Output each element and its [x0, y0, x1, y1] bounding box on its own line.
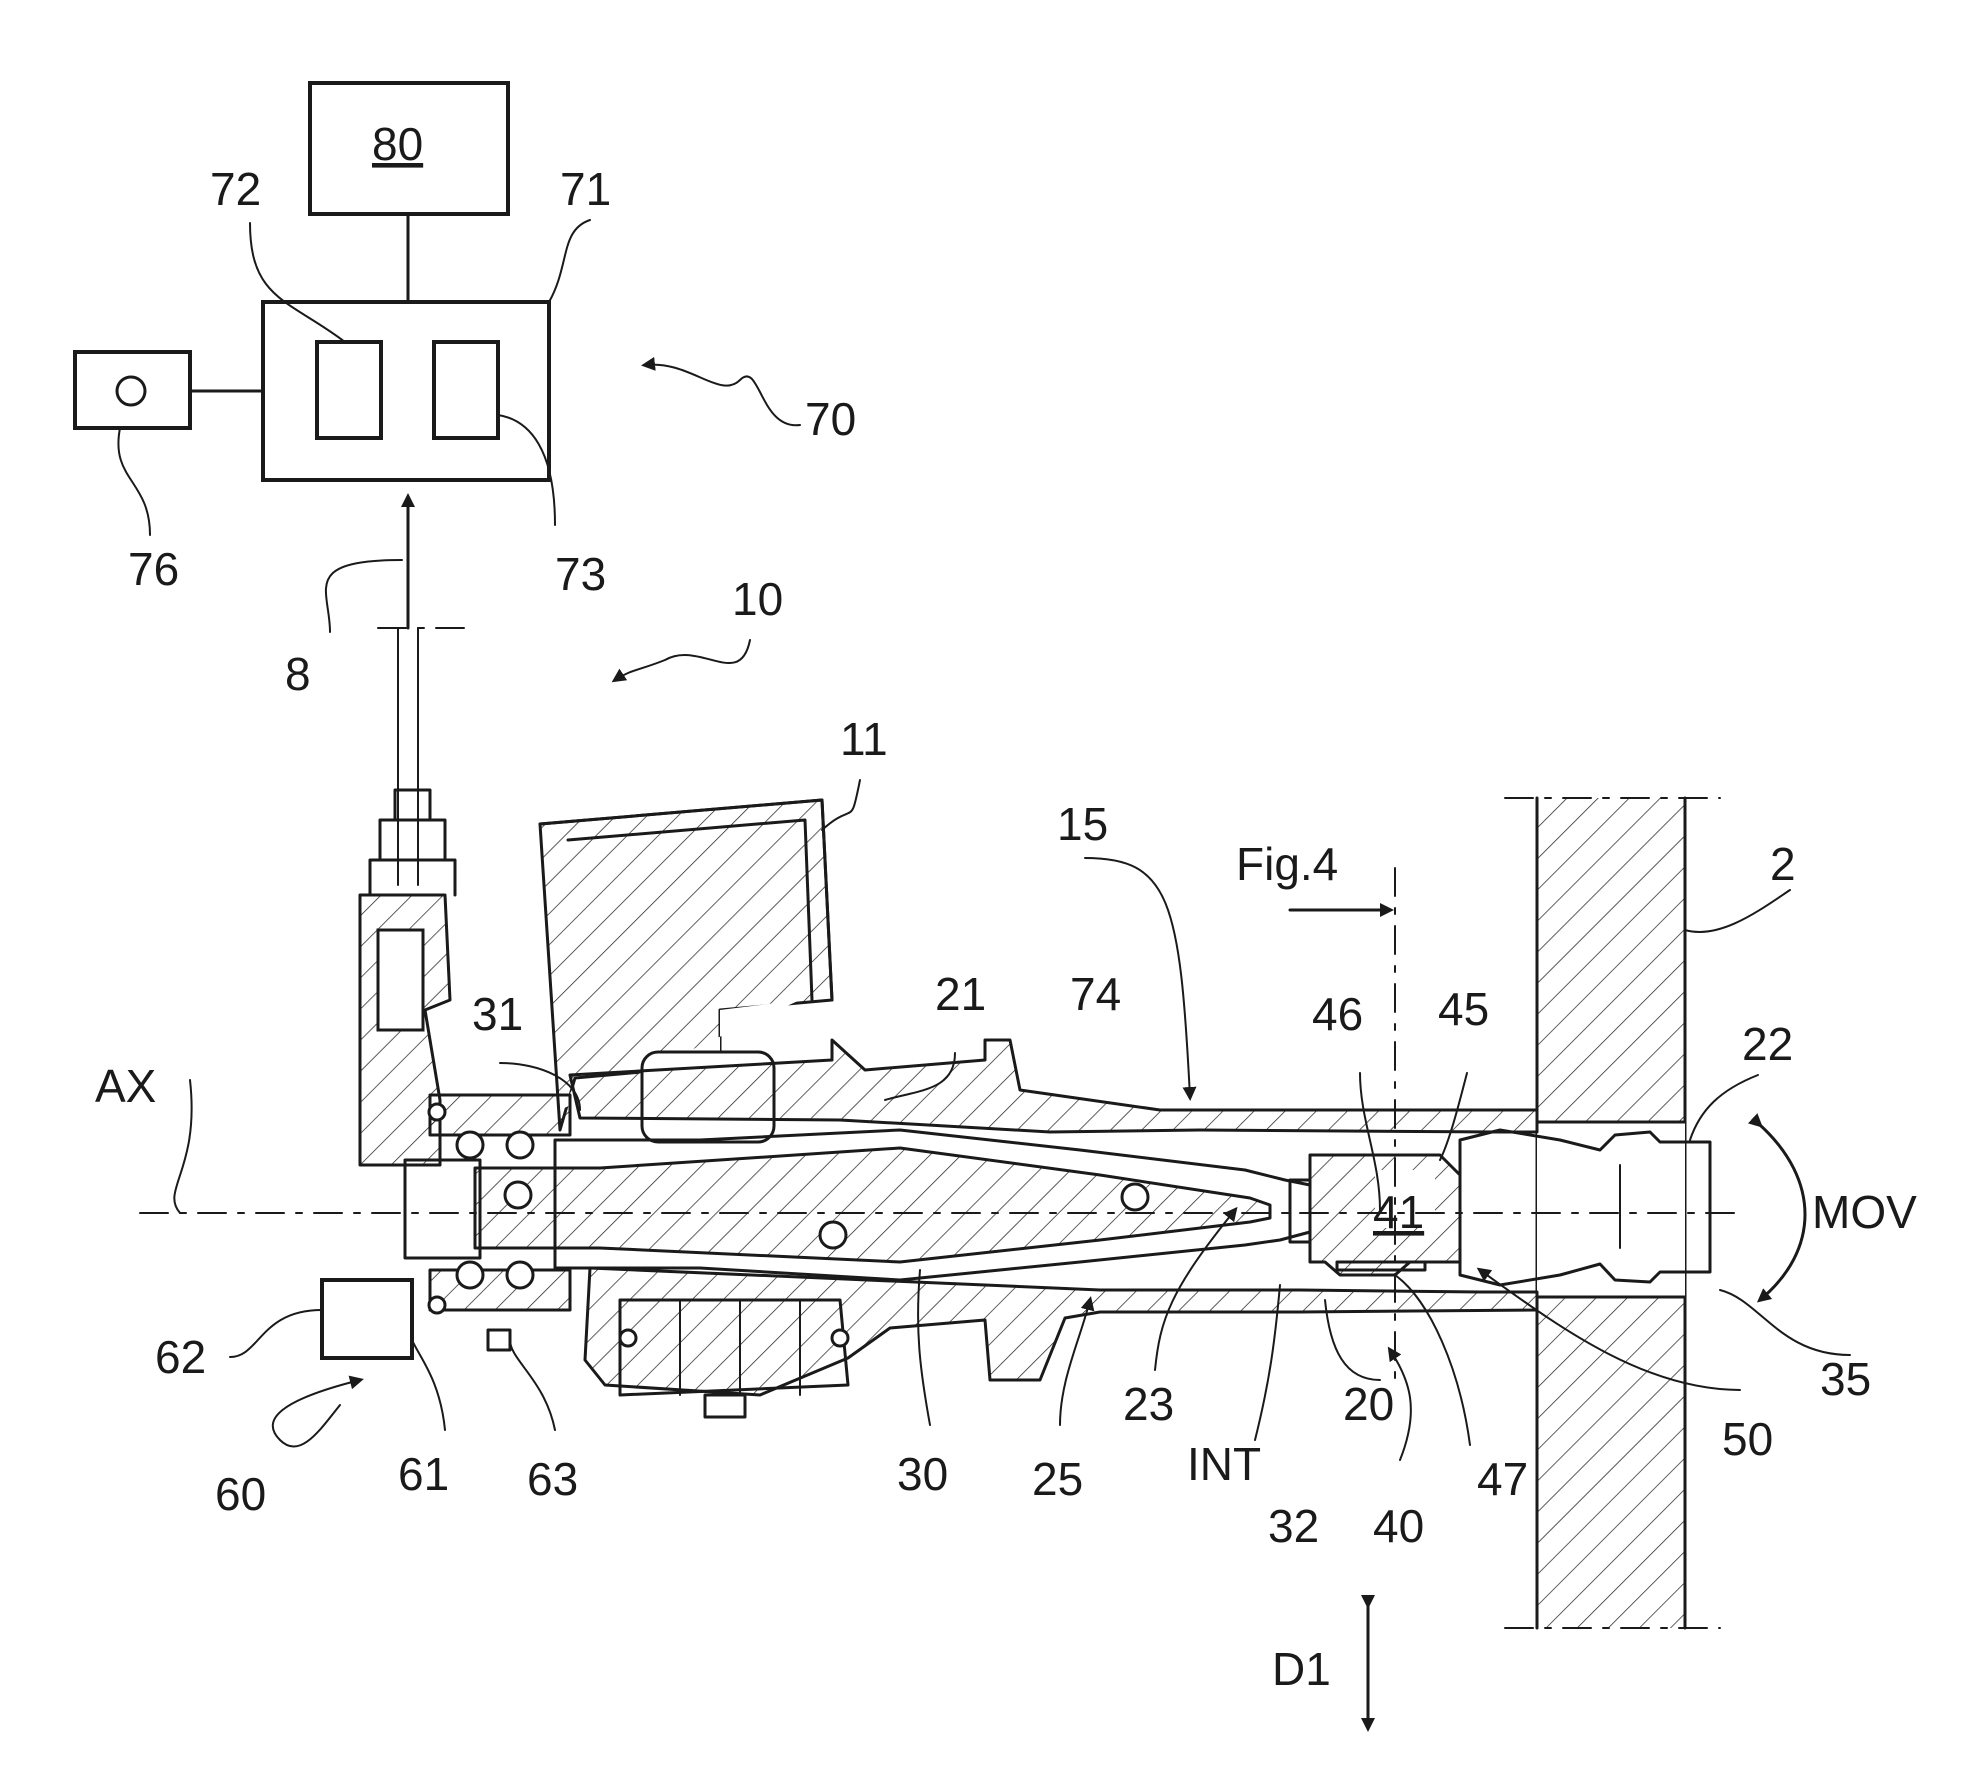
- label-61: 61: [398, 1448, 449, 1500]
- label-D1: D1: [1272, 1643, 1331, 1695]
- leader-70: [645, 365, 800, 426]
- movement-arrow-MOV: [1760, 1125, 1805, 1300]
- label-MOV: MOV: [1812, 1186, 1917, 1238]
- sensor-62: [322, 1280, 412, 1358]
- rear-assembly-60: [322, 790, 570, 1358]
- label-2: 2: [1770, 838, 1796, 890]
- label-31: 31: [472, 988, 523, 1040]
- leader-2: [1685, 890, 1790, 932]
- leader-60: [273, 1380, 360, 1447]
- leader-76: [118, 428, 150, 535]
- label-fig4: Fig.4: [1236, 838, 1338, 890]
- label-30: 30: [897, 1448, 948, 1500]
- control-unit-71: [263, 302, 549, 480]
- leader-22: [1690, 1075, 1758, 1140]
- label-46: 46: [1312, 988, 1363, 1040]
- leader-8: [326, 560, 402, 632]
- label-80: 80: [372, 118, 423, 170]
- label-45: 45: [1438, 983, 1489, 1035]
- label-74: 74: [1070, 968, 1121, 1020]
- label-71: 71: [560, 163, 611, 215]
- label-47: 47: [1477, 1453, 1528, 1505]
- leader-61: [412, 1340, 445, 1430]
- leader-11: [822, 780, 860, 830]
- screw-63: [488, 1330, 510, 1350]
- label-8: 8: [285, 648, 311, 700]
- shaft-30: [475, 1130, 1310, 1280]
- label-41: 41: [1373, 1186, 1424, 1238]
- leader-AX: [174, 1080, 191, 1213]
- cable: [398, 628, 418, 885]
- label-21: 21: [935, 968, 986, 1020]
- label-25: 25: [1032, 1453, 1083, 1505]
- label-76: 76: [128, 543, 179, 595]
- label-50: 50: [1722, 1413, 1773, 1465]
- label-63: 63: [527, 1453, 578, 1505]
- label-40: 40: [1373, 1500, 1424, 1552]
- label-32: 32: [1268, 1500, 1319, 1552]
- leader-62: [230, 1310, 322, 1357]
- label-23: 23: [1123, 1378, 1174, 1430]
- label-20: 20: [1343, 1378, 1394, 1430]
- label-15: 15: [1057, 798, 1108, 850]
- label-INT: INT: [1187, 1438, 1261, 1490]
- label-11: 11: [840, 713, 888, 765]
- label-72: 72: [210, 163, 261, 215]
- leader-63: [510, 1340, 555, 1430]
- module-73: [434, 342, 498, 438]
- label-70: 70: [805, 393, 856, 445]
- module-72: [317, 342, 381, 438]
- label-60: 60: [215, 1468, 266, 1520]
- sensor-76: [75, 352, 190, 428]
- label-35: 35: [1820, 1353, 1871, 1405]
- label-62: 62: [155, 1331, 206, 1383]
- leader-71: [549, 220, 590, 302]
- label-22: 22: [1742, 1018, 1793, 1070]
- leader-10: [615, 640, 750, 680]
- leader-35: [1720, 1290, 1850, 1355]
- label-AX: AX: [95, 1060, 156, 1112]
- label-10: 10: [732, 573, 783, 625]
- label-73: 73: [555, 548, 606, 600]
